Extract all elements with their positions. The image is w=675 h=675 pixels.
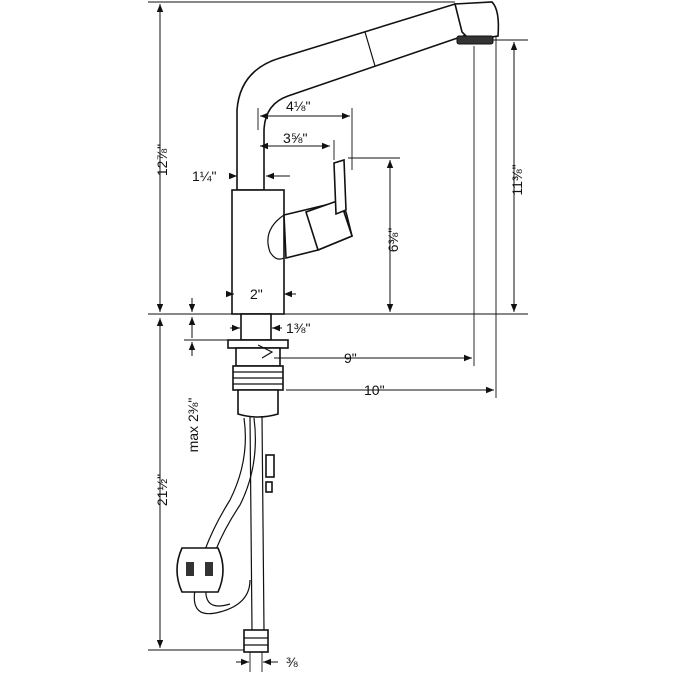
label-overall-reach: 10" xyxy=(364,382,385,398)
mounting-washer xyxy=(227,339,289,349)
supply-fitting-2 xyxy=(265,481,273,493)
body-hidden-arc xyxy=(267,214,285,260)
label-connection-size: ⅜ xyxy=(286,654,298,670)
supply-line-2 xyxy=(261,415,265,631)
dimension-labels: 12⅞" 11⅜" 4⅛" 3⅝" 1¼" 6⅜" 2" 1⅜" 9" 10" … xyxy=(154,98,525,670)
supply-fitting xyxy=(265,454,275,478)
label-max-deck-thickness: max 2⅜" xyxy=(185,398,201,453)
hose-weight xyxy=(176,547,224,593)
faucet-outline xyxy=(176,1,500,653)
label-spout-height: 11⅜" xyxy=(509,164,525,195)
mounting-nut xyxy=(235,347,281,367)
pullout-hose-inner xyxy=(205,417,256,607)
label-handle-height: 6⅜" xyxy=(385,228,401,252)
supply-line xyxy=(249,415,253,631)
label-spout-reach: 9" xyxy=(344,350,357,366)
spout-joint-line xyxy=(364,31,376,67)
spout-arm xyxy=(236,3,477,191)
bottom-connector xyxy=(243,629,269,653)
spray-nozzle xyxy=(456,35,494,45)
lower-body xyxy=(237,389,279,418)
label-hose-length: 21½" xyxy=(154,474,170,506)
label-handle-reach-inner: 3⅝" xyxy=(283,130,307,146)
connector-bracket xyxy=(257,344,274,359)
label-body-offset: 1¼" xyxy=(192,168,216,184)
label-handle-reach-outer: 4⅛" xyxy=(286,98,310,114)
label-body-diameter: 2" xyxy=(250,286,263,302)
shank xyxy=(240,313,272,341)
label-shank-diameter: 1⅜" xyxy=(286,320,310,336)
handle-lever xyxy=(333,158,347,216)
label-overall-height: 12⅞" xyxy=(154,144,170,176)
faucet-body xyxy=(231,189,285,315)
dimension-lines xyxy=(148,1,528,672)
